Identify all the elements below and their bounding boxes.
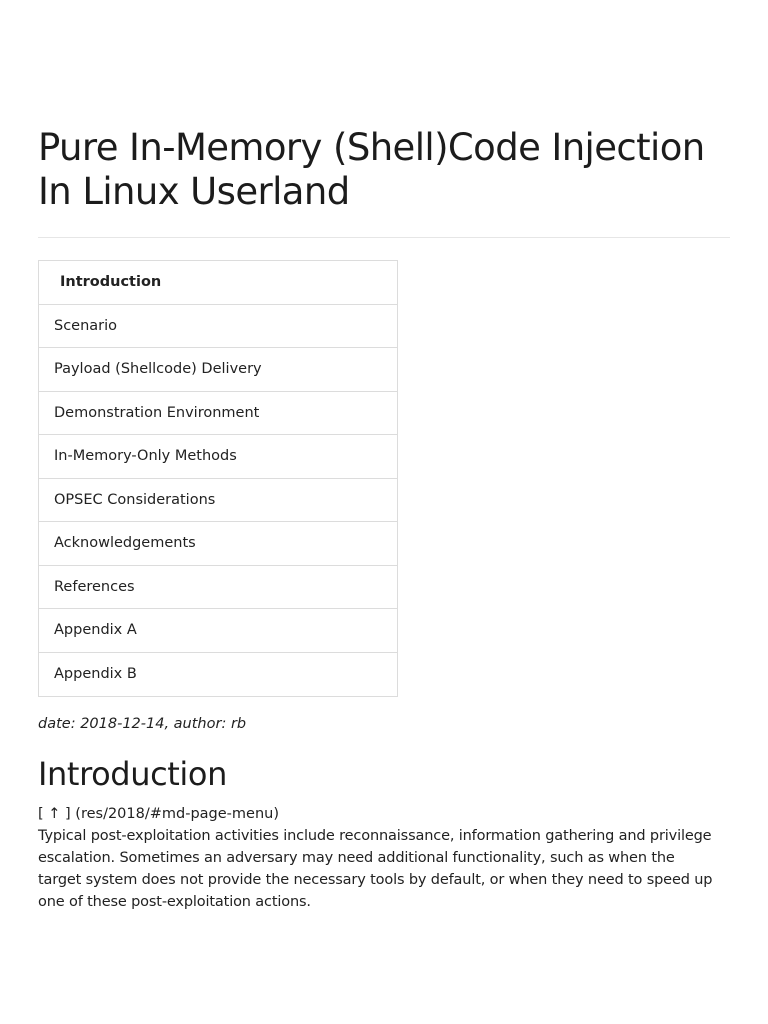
toc-item-appendix-a[interactable]: Appendix A — [39, 609, 397, 653]
toc-item-opsec-considerations[interactable]: OPSEC Considerations — [39, 479, 397, 522]
back-to-menu-link[interactable]: [ ↑ ] (res/2018/#md-page-menu) — [38, 806, 279, 822]
table-of-contents: Introduction Scenario Payload (Shellcode… — [38, 260, 398, 697]
toc-item-appendix-b[interactable]: Appendix B — [54, 666, 137, 683]
article-meta: date: 2018-12-14, author: rb — [38, 716, 247, 732]
toc-item-references[interactable]: References — [39, 566, 397, 609]
toc-item-scenario[interactable]: Scenario — [39, 305, 397, 348]
section-heading-introduction: Introduction — [38, 755, 227, 793]
toc-item-demonstration-environment[interactable]: Demonstration Environment — [39, 392, 397, 435]
toc-item-in-memory-only-methods[interactable]: In-Memory-Only Methods — [39, 435, 397, 479]
page-title: Pure In-Memory (Shell)Code Injection In … — [38, 126, 705, 213]
title-divider — [38, 237, 730, 238]
toc-item-introduction[interactable]: Introduction — [39, 261, 397, 305]
toc-item-payload-delivery[interactable]: Payload (Shellcode) Delivery — [39, 348, 397, 392]
introduction-paragraph: Typical post-exploitation activities inc… — [38, 828, 713, 910]
toc-item-acknowledgements[interactable]: Acknowledgements — [39, 522, 397, 566]
